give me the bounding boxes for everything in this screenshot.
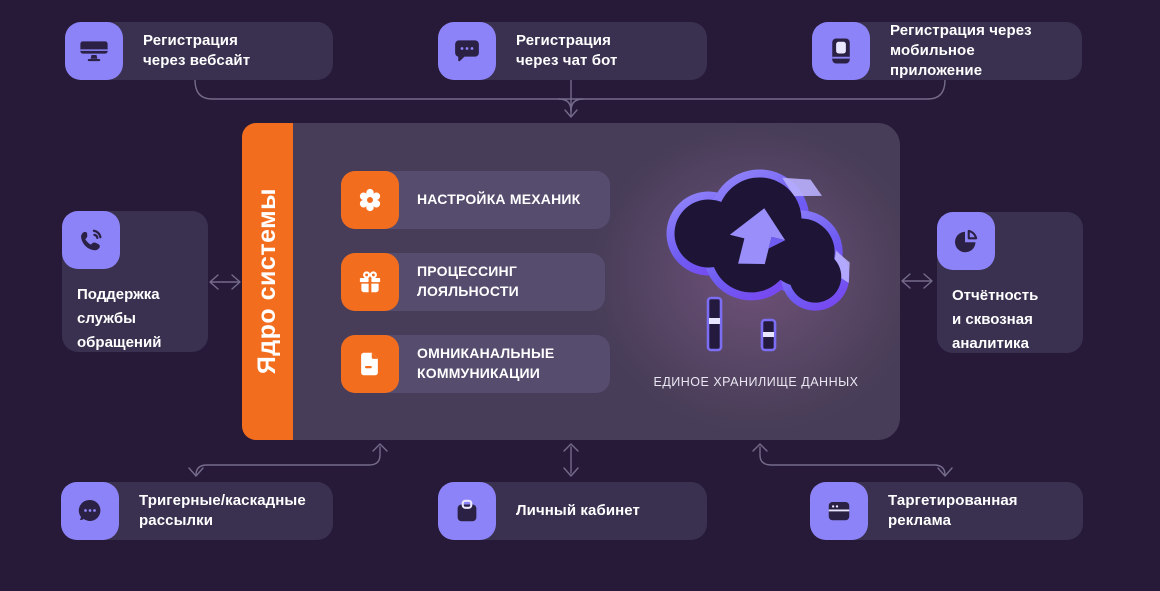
arrowhead-left-icon — [209, 274, 219, 290]
arrowhead-down-icon — [937, 467, 953, 477]
core-sidebar: Ядро системы — [242, 123, 293, 440]
arrowhead-left-icon — [901, 273, 911, 289]
module-omnichannel-communications: ОМНИКАНАЛЬНЫЕ КОММУНИКАЦИИ — [341, 335, 610, 393]
arrowhead-right-icon — [231, 274, 241, 290]
core-sidebar-label: Ядро системы — [253, 188, 281, 375]
gift-icon — [341, 253, 399, 311]
connector-top — [194, 79, 946, 118]
bag-icon — [438, 482, 496, 540]
chat-round-icon — [61, 482, 119, 540]
node-support-service: Поддержка службы обращений — [62, 211, 208, 352]
node-label: Регистрация через вебсайт — [143, 31, 251, 69]
pie-chart-icon — [937, 212, 995, 270]
connector-right-bidirectional — [901, 273, 933, 289]
connector-bottom-middle — [563, 443, 579, 477]
module-mechanics-setup: НАСТРОЙКА МЕХАНИК — [341, 171, 610, 229]
arrowhead-down-icon — [564, 109, 578, 118]
arrowhead-down-icon — [188, 467, 204, 477]
node-label: Таргетированная реклама — [888, 491, 1018, 529]
arrowhead-up-icon — [563, 443, 579, 452]
arrowhead-right-icon — [923, 273, 933, 289]
monitor-icon — [65, 22, 123, 80]
browser-window-icon — [810, 482, 868, 540]
cloud-upload-illustration — [648, 150, 868, 362]
node-label: Тригерные/каскадные рассылки — [139, 491, 306, 529]
arrowhead-up-icon — [752, 443, 768, 452]
module-label: ПРОЦЕССИНГ ЛОЯЛЬНОСТИ — [417, 263, 519, 299]
arrowhead-up-icon — [372, 443, 388, 452]
connector-bottom-left — [188, 443, 388, 477]
node-trigger-cascade-mailings: Тригерные/каскадные рассылки — [61, 482, 333, 540]
connector-bottom-right — [752, 443, 953, 477]
node-label: Отчётность и сквозная аналитика — [952, 287, 1039, 352]
node-registration-chatbot: Регистрация через чат бот — [438, 22, 707, 80]
module-label: ОМНИКАНАЛЬНЫЕ КОММУНИКАЦИИ — [417, 345, 555, 381]
node-targeted-ads: Таргетированная реклама — [810, 482, 1083, 540]
mobile-icon — [812, 22, 870, 80]
node-label: Регистрация через чат бот — [516, 31, 618, 69]
module-loyalty-processing: ПРОЦЕССИНГ ЛОЯЛЬНОСТИ — [341, 253, 605, 311]
node-registration-website: Регистрация через вебсайт — [65, 22, 333, 80]
node-label: Личный кабинет — [516, 501, 640, 519]
chat-square-icon — [438, 22, 496, 80]
node-personal-account: Личный кабинет — [438, 482, 707, 540]
arrowhead-down-icon — [563, 467, 579, 477]
upload-arrow-icon — [729, 208, 786, 265]
phone-call-icon — [62, 211, 120, 269]
storage-caption: ЕДИНОЕ ХРАНИЛИЩЕ ДАННЫХ — [653, 375, 859, 389]
module-label: НАСТРОЙКА МЕХАНИК — [417, 191, 581, 208]
cloud-legs — [706, 296, 777, 352]
document-icon — [341, 335, 399, 393]
node-registration-mobile-app: Регистрация через мобильное приложение — [812, 22, 1082, 80]
flower-gear-icon — [341, 171, 399, 229]
connector-left-bidirectional — [209, 274, 241, 290]
node-reporting-analytics: Отчётность и сквозная аналитика — [937, 212, 1083, 353]
node-label: Регистрация через мобильное приложение — [890, 21, 1032, 80]
node-label: Поддержка службы обращений — [77, 286, 162, 351]
